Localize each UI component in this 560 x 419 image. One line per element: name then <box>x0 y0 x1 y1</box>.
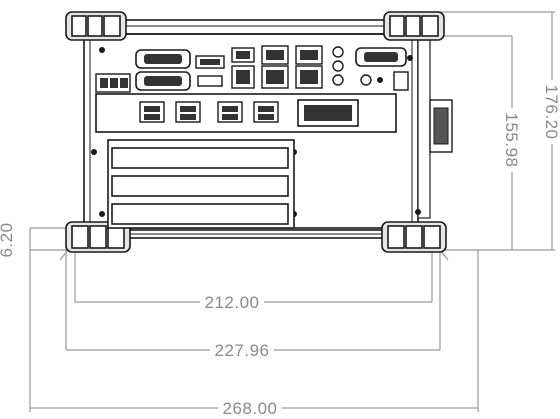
power-button <box>360 71 409 91</box>
dim-inner-width: 212.00 <box>205 293 260 312</box>
usb-port-tongues <box>144 106 274 120</box>
display-port <box>231 47 255 63</box>
corner-bumpers <box>65 11 447 253</box>
dimension-labels: 212.00 227.96 268.00 155.98 176.20 6.20 <box>0 80 560 418</box>
dim-foot-height: 6.20 <box>0 222 16 257</box>
dim-mid-width: 227.96 <box>215 341 270 360</box>
lan-usb-stack-1 <box>261 45 289 89</box>
bumper-top-left <box>65 11 127 41</box>
serial-port-3 <box>355 47 407 67</box>
dim-inner-height: 155.98 <box>502 113 521 168</box>
io-panel <box>91 45 421 229</box>
lan-usb-stack-2 <box>295 45 323 89</box>
audio-jacks <box>332 46 344 86</box>
hdmi-port <box>195 55 225 69</box>
bumper-bottom-right <box>381 221 447 253</box>
dim-overall-height: 176.20 <box>542 85 560 140</box>
power-terminal <box>95 73 131 93</box>
pci-slots <box>107 139 295 229</box>
usb-c-port <box>197 75 223 87</box>
bumper-bottom-left <box>65 221 131 253</box>
io-expansion-module <box>95 93 397 133</box>
dvi-port <box>297 99 359 127</box>
serial-port-1 <box>135 49 191 69</box>
dim-overall-width: 268.00 <box>223 399 278 418</box>
serial-port-2 <box>135 71 191 91</box>
lan-port-1 <box>231 65 255 89</box>
side-handle <box>417 39 453 219</box>
bumper-top-right <box>383 11 445 41</box>
